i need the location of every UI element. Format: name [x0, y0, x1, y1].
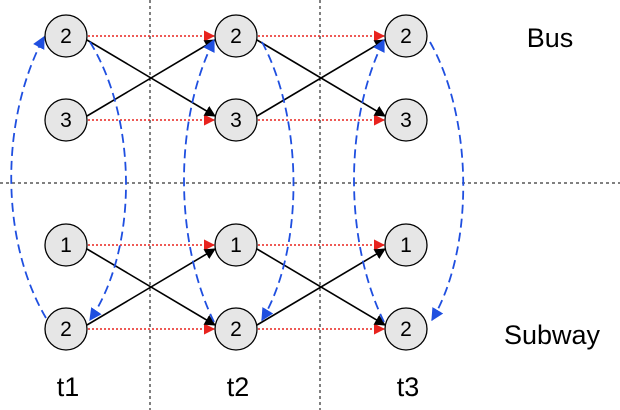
- red-dotted-edges: [88, 30, 386, 335]
- node-label: 1: [230, 234, 242, 257]
- edge-blue-sub2-bus2-t3: [353, 38, 385, 323]
- node-bus-2-t2: 2: [214, 14, 258, 58]
- time-label-t2: t2: [227, 372, 250, 402]
- node-subway-1-t3: 1: [384, 223, 428, 267]
- node-label: 1: [400, 234, 412, 257]
- edge-blue-bus2-sub2-t3: [429, 41, 465, 322]
- node-bus-3-t1: 3: [44, 98, 88, 142]
- node-label: 2: [60, 25, 72, 48]
- node-bus-2-t1: 2: [44, 14, 88, 58]
- subway-label: Subway: [504, 320, 601, 350]
- edge-black-bus3-bus2-t1-t2: [86, 39, 216, 117]
- bus-label: Bus: [527, 23, 574, 53]
- node-label: 3: [60, 109, 72, 132]
- node-bus-3-t3: 3: [384, 98, 428, 142]
- node-bus-3-t2: 3: [214, 98, 258, 142]
- nodes: 2 3 1 2 2 3 1 2: [44, 14, 428, 351]
- node-label: 2: [60, 318, 72, 341]
- time-label-t3: t3: [397, 372, 420, 402]
- node-label: 2: [230, 318, 242, 341]
- node-label: 2: [230, 25, 242, 48]
- node-label: 3: [230, 109, 242, 132]
- node-label: 3: [400, 109, 412, 132]
- node-bus-2-t3: 2: [384, 14, 428, 58]
- node-label: 1: [60, 234, 72, 257]
- node-subway-2-t2: 2: [214, 307, 258, 351]
- node-subway-1-t2: 1: [214, 223, 258, 267]
- edge-black-bus3-bus2-t2-t3: [256, 39, 386, 117]
- node-label: 2: [400, 25, 412, 48]
- node-label: 2: [400, 318, 412, 341]
- time-label-t1: t1: [57, 372, 80, 402]
- edge-blue-sub2-bus2-t2: [183, 38, 215, 323]
- node-subway-1-t1: 1: [44, 223, 88, 267]
- edge-blue-bus2-sub2-t1: [89, 41, 127, 322]
- edge-blue-sub2-bus2-t1: [10, 35, 47, 319]
- blue-dashed-edges: [10, 35, 465, 323]
- node-subway-2-t3: 2: [384, 307, 428, 351]
- node-subway-2-t1: 2: [44, 307, 88, 351]
- edge-blue-bus2-sub2-t2: [261, 41, 295, 322]
